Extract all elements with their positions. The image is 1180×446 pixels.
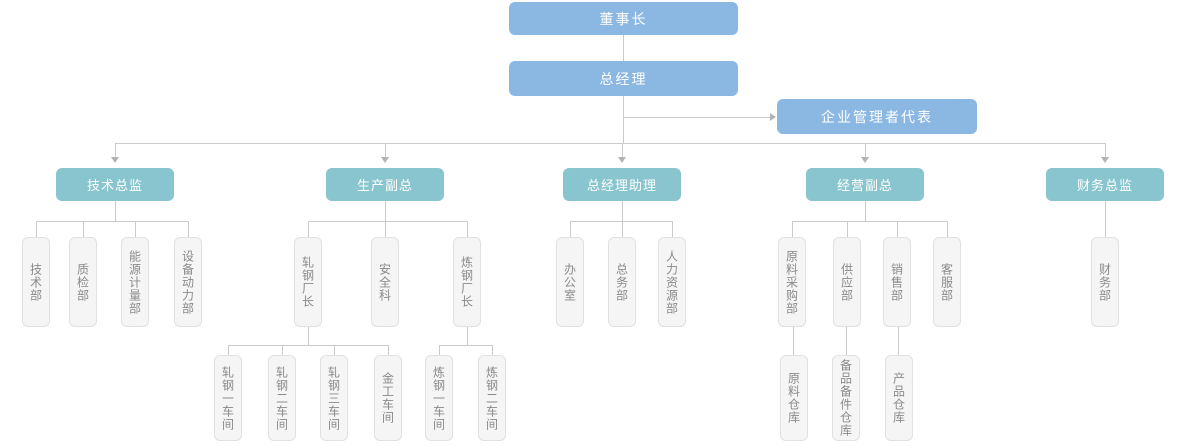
connector-vline	[188, 221, 189, 237]
connector-bus	[308, 221, 467, 222]
connector-spine	[115, 143, 1105, 144]
connector-vline	[865, 201, 866, 221]
connector-vline	[385, 221, 386, 237]
connector-vline	[308, 327, 309, 345]
node-energy-metering-dept: 能源计量部	[121, 237, 149, 327]
down-arrow-icon	[1101, 157, 1109, 163]
connector-vline	[308, 221, 309, 237]
connector-vline	[36, 221, 37, 237]
down-arrow-icon	[111, 157, 119, 163]
connector-vline	[622, 221, 623, 237]
node-steelmaking-director: 炼钢厂长	[453, 237, 481, 327]
node-production-vp: 生产副总	[326, 168, 444, 201]
node-tech-director: 技术总监	[56, 168, 174, 201]
node-quality-dept: 质检部	[69, 237, 97, 327]
connector-vline	[897, 221, 898, 237]
node-hr-dept: 人力资源部	[658, 237, 686, 327]
connector-vline	[282, 345, 283, 355]
connector-vline	[623, 35, 624, 61]
node-rolling-mill-director: 轧钢厂长	[294, 237, 322, 327]
node-rolling-workshop-2: 轧钢二车间	[268, 355, 296, 441]
connector-vline	[334, 345, 335, 355]
connector-vline	[388, 345, 389, 355]
connector-vline	[439, 345, 440, 355]
node-rolling-workshop-1: 轧钢一车间	[214, 355, 242, 441]
node-operations-vp: 经营副总	[806, 168, 924, 201]
connector-vline	[570, 221, 571, 237]
connector-bus	[228, 345, 388, 346]
connector-vline	[898, 327, 899, 355]
connector-vline	[623, 96, 624, 143]
connector-vline	[793, 327, 794, 355]
connector-vline	[1105, 201, 1106, 237]
down-arrow-icon	[381, 157, 389, 163]
down-arrow-icon	[618, 157, 626, 163]
down-arrow-icon	[861, 157, 869, 163]
connector-vline	[847, 221, 848, 237]
node-material-warehouse: 原料仓库	[780, 355, 808, 441]
node-rolling-workshop-3: 轧钢三车间	[320, 355, 348, 441]
node-material-purchasing-dept: 原料采购部	[778, 237, 806, 327]
connector-hline	[623, 117, 770, 118]
node-steelmaking-workshop-2: 炼钢二车间	[478, 355, 506, 441]
node-metalwork-workshop: 金工车间	[374, 355, 402, 441]
node-finance-dept: 财务部	[1091, 237, 1119, 327]
connector-vline	[135, 221, 136, 237]
node-safety-section: 安全科	[371, 237, 399, 327]
connector-vline	[228, 345, 229, 355]
connector-vline	[846, 327, 847, 355]
node-supply-dept: 供应部	[833, 237, 861, 327]
connector-vline	[385, 143, 386, 157]
connector-vline	[622, 201, 623, 221]
node-office: 办公室	[556, 237, 584, 327]
connector-vline	[385, 201, 386, 221]
connector-vline	[672, 221, 673, 237]
node-finance-director: 财务总监	[1046, 168, 1164, 201]
connector-bus	[439, 345, 492, 346]
connector-bus	[792, 221, 947, 222]
connector-vline	[492, 345, 493, 355]
connector-vline	[115, 201, 116, 221]
connector-vline	[622, 143, 623, 157]
connector-vline	[1105, 143, 1106, 157]
node-spare-parts-warehouse: 备品备件仓库	[832, 355, 860, 441]
node-steelmaking-workshop-1: 炼钢一车间	[425, 355, 453, 441]
connector-bus	[36, 221, 188, 222]
node-chairman: 董事长	[509, 2, 738, 35]
connector-vline	[83, 221, 84, 237]
node-product-warehouse: 产品仓库	[885, 355, 913, 441]
connector-vline	[947, 221, 948, 237]
node-gm-assistant: 总经理助理	[563, 168, 681, 201]
connector-vline	[467, 221, 468, 237]
connector-vline	[865, 143, 866, 157]
node-equipment-power-dept: 设备动力部	[174, 237, 202, 327]
node-management-rep: 企业管理者代表	[777, 99, 977, 134]
node-sales-dept: 销售部	[883, 237, 911, 327]
connector-bus	[570, 221, 672, 222]
connector-vline	[115, 143, 116, 157]
connector-vline	[792, 221, 793, 237]
right-arrow-icon	[770, 113, 776, 121]
node-customer-service-dept: 客服部	[933, 237, 961, 327]
node-general-affairs-dept: 总务部	[608, 237, 636, 327]
node-tech-dept: 技术部	[22, 237, 50, 327]
connector-vline	[467, 327, 468, 345]
node-general-manager: 总经理	[509, 61, 738, 96]
